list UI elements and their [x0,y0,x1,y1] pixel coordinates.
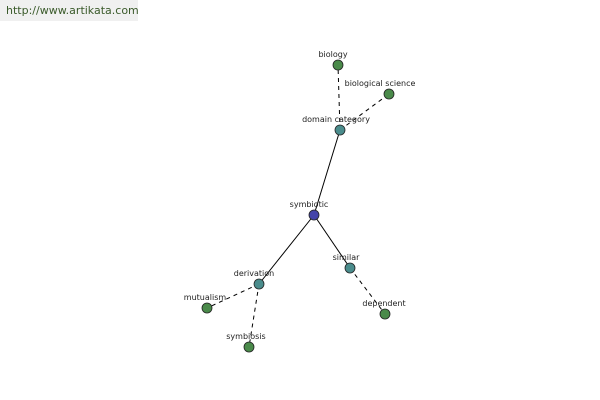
node-marker[interactable] [201,302,213,314]
node-dependent[interactable]: dependent [362,299,406,320]
node-label[interactable]: dependent [362,299,405,308]
node-label[interactable]: similar [333,253,361,262]
node-label[interactable]: symbiotic [290,200,329,209]
node-marker[interactable] [253,278,265,290]
edge-symbiotic-similar [313,214,351,269]
node-label[interactable]: derivation [234,269,274,278]
edge-symbiotic-domain-category [313,129,341,216]
node-label[interactable]: symbiosis [226,332,265,341]
node-domain-category[interactable]: domain category [302,115,370,136]
node-marker[interactable] [334,124,346,136]
node-marker[interactable] [243,341,255,353]
node-label[interactable]: biological science [345,79,416,88]
edge-derivation-mutualism [206,283,260,309]
edge-domain-category-biology [337,64,341,131]
edges-layer [206,64,390,348]
node-marker[interactable] [344,262,356,274]
edge-domain-category-biological-science [339,93,390,131]
edge-derivation-symbiosis [248,283,260,348]
node-label[interactable]: biology [318,50,347,59]
edge-similar-dependent [349,267,386,315]
source-url-banner[interactable]: http://www.artikata.com [0,0,139,21]
edge-symbiotic-derivation [258,214,315,285]
nodes-layer: symbiotic domain category biology biologica… [184,50,416,353]
node-biological-science[interactable]: biological science [345,79,416,100]
node-label[interactable]: domain category [302,115,370,124]
node-marker[interactable] [308,209,320,221]
node-symbiosis[interactable]: symbiosis [226,332,266,353]
node-symbiotic[interactable]: symbiotic [290,200,329,221]
node-mutualism[interactable]: mutualism [184,293,227,314]
node-biology[interactable]: biology [318,50,348,71]
node-marker[interactable] [332,59,344,71]
node-marker[interactable] [383,88,395,100]
node-derivation[interactable]: derivation [234,269,274,290]
node-marker[interactable] [379,308,391,320]
node-similar[interactable]: similar [333,253,361,274]
node-label[interactable]: mutualism [184,293,227,302]
